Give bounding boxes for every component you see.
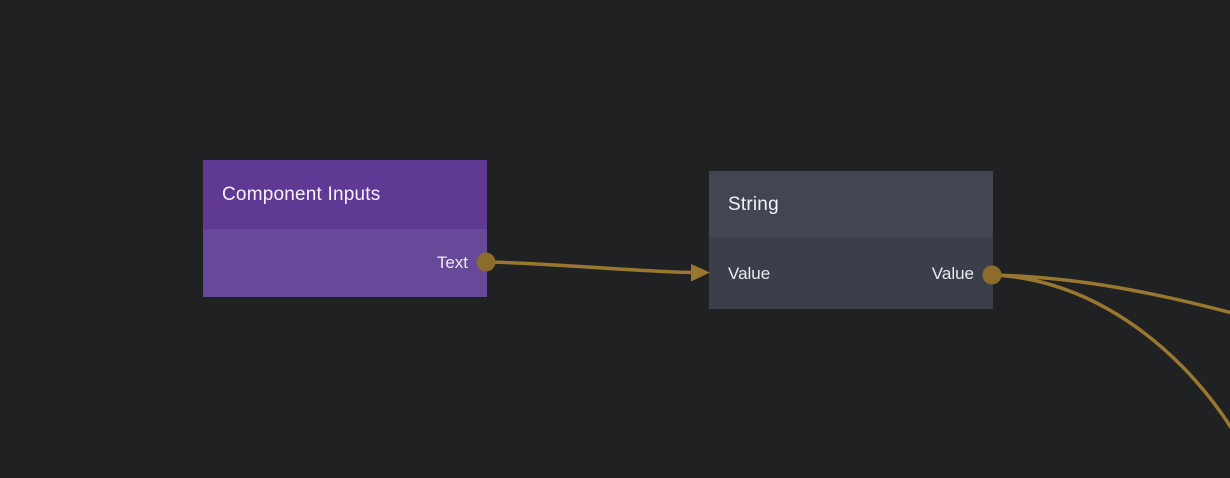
wire-component-inputs-text-to-string-value[interactable] [485, 260, 695, 275]
node-title: Component Inputs [222, 183, 381, 205]
input-arrowhead-icon [691, 264, 710, 282]
output-port-label-text: Text [436, 253, 468, 272]
node-component-inputs-body: Text [203, 229, 487, 297]
input-port-label-value: Value [728, 263, 771, 283]
node-component-inputs-header[interactable]: Component Inputs [203, 160, 487, 229]
port-component-inputs-text-output[interactable] [476, 252, 496, 272]
port-string-value-output[interactable] [982, 265, 1002, 285]
wire-string-value-out-upper[interactable] [990, 273, 1230, 315]
output-port-label-value: Value [931, 263, 974, 283]
node-string-header[interactable]: String [709, 171, 993, 238]
node-title: String [728, 193, 779, 215]
wire-string-value-out-lower[interactable] [990, 273, 1230, 430]
node-string[interactable]: String Value Value [709, 171, 993, 309]
node-string-body: Value Value [709, 238, 993, 309]
node-component-inputs[interactable]: Component Inputs Text [203, 160, 487, 297]
